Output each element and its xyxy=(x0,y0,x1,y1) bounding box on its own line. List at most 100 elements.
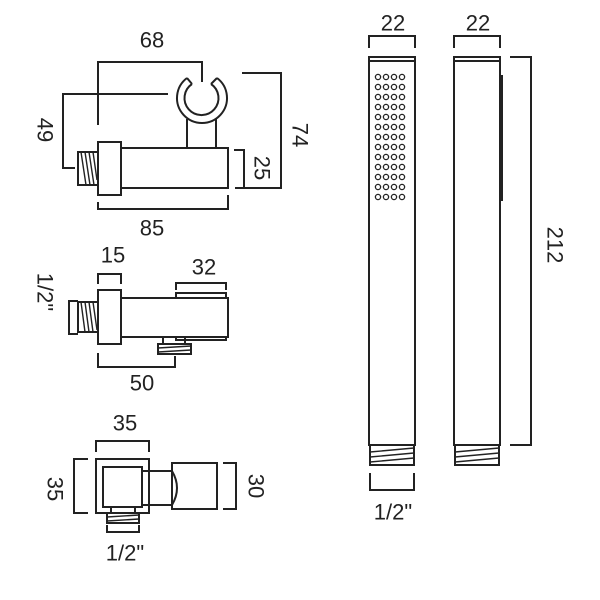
outlet-end-view: 35 35 1/2" 30 xyxy=(43,411,269,566)
holder-block xyxy=(171,462,218,510)
spray-nozzle xyxy=(398,123,406,131)
handset-thread xyxy=(454,444,500,466)
spray-nozzle xyxy=(390,153,398,161)
spray-nozzle xyxy=(390,123,398,131)
clamp-tips xyxy=(186,77,218,85)
dim-74-label: 74 xyxy=(288,123,313,147)
dim-35-height-bracket xyxy=(73,458,88,514)
dim-22-side-bracket xyxy=(453,35,501,48)
handset-body xyxy=(453,56,501,446)
spray-nozzle xyxy=(374,183,382,191)
spray-nozzle xyxy=(382,163,390,171)
spray-nozzle xyxy=(398,113,406,121)
dim-30-label: 30 xyxy=(244,474,269,498)
spray-nozzle xyxy=(382,193,390,201)
outlet-side-view: 68 49 74 25 85 xyxy=(33,28,313,241)
dim-32-bracket xyxy=(175,282,227,290)
spray-nozzle xyxy=(390,143,398,151)
spray-nozzle xyxy=(374,73,382,81)
dim-half-inch-bracket xyxy=(369,473,415,491)
spray-nozzle xyxy=(382,183,390,191)
dim-22-front-bracket xyxy=(368,35,416,48)
dim-35-height-label: 35 xyxy=(43,477,68,501)
outlet-nut xyxy=(97,141,122,196)
dim-half-inch-label: 1/2" xyxy=(106,541,144,566)
outlet-nut xyxy=(97,289,122,345)
dim-68-label: 68 xyxy=(140,28,164,53)
spray-face-edge xyxy=(500,75,503,201)
spray-nozzle xyxy=(374,83,382,91)
handset-side-view: 22 212 xyxy=(453,11,568,466)
spray-nozzle xyxy=(398,183,406,191)
dim-15-label: 15 xyxy=(101,243,125,268)
thread-lines xyxy=(369,447,415,463)
thread-lines xyxy=(80,151,98,186)
spray-nozzle xyxy=(374,123,382,131)
dim-85-bracket xyxy=(97,195,229,210)
spray-nozzle xyxy=(390,73,398,81)
spray-nozzle xyxy=(382,133,390,141)
outlet-thread xyxy=(106,512,140,524)
flange-inner xyxy=(102,466,143,508)
dim-85-label: 85 xyxy=(140,216,164,241)
dim-half-inch-bracket xyxy=(68,300,78,335)
thread-lines xyxy=(454,447,500,463)
dim-212-label: 212 xyxy=(543,227,568,264)
spray-nozzle xyxy=(390,183,398,191)
dim-35-width-label: 35 xyxy=(113,411,137,436)
dim-74-bracket xyxy=(235,72,282,189)
inlet-thread xyxy=(77,151,99,186)
spray-nozzle xyxy=(398,153,406,161)
dim-25-bracket xyxy=(234,149,245,188)
spray-nozzle xyxy=(374,143,382,151)
spray-nozzle xyxy=(398,173,406,181)
spray-nozzle xyxy=(374,93,382,101)
spray-nozzle xyxy=(374,163,382,171)
clamp-inner xyxy=(183,83,220,117)
dim-22-front-label: 22 xyxy=(381,11,405,36)
spray-face xyxy=(374,73,406,201)
dim-25-label: 25 xyxy=(250,156,275,180)
spray-nozzle xyxy=(398,143,406,151)
spray-nozzle xyxy=(398,93,406,101)
spray-nozzle xyxy=(390,193,398,201)
thread-lines xyxy=(106,514,140,522)
spray-nozzle xyxy=(374,133,382,141)
spray-nozzle xyxy=(374,113,382,121)
dim-15-bracket xyxy=(97,273,122,284)
dim-212-bracket xyxy=(510,56,532,446)
spray-nozzle xyxy=(374,103,382,111)
spray-nozzle xyxy=(390,83,398,91)
dim-32-label: 32 xyxy=(192,255,216,280)
spray-nozzle xyxy=(382,123,390,131)
spray-nozzle xyxy=(390,103,398,111)
dim-35-width-bracket xyxy=(95,440,150,452)
clamp-outer xyxy=(176,77,228,124)
spray-nozzle xyxy=(390,173,398,181)
outlet-body xyxy=(120,297,229,338)
spray-nozzle xyxy=(390,163,398,171)
spray-nozzle xyxy=(398,103,406,111)
spray-nozzle xyxy=(398,163,406,171)
dim-49-bracket xyxy=(62,93,168,169)
holder-plate xyxy=(175,292,227,341)
spray-nozzle xyxy=(382,103,390,111)
spray-nozzle xyxy=(382,153,390,161)
dim-22-side-label: 22 xyxy=(466,11,490,36)
spray-nozzle xyxy=(382,113,390,121)
spray-nozzle xyxy=(382,73,390,81)
dim-50-label: 50 xyxy=(130,371,154,396)
spray-nozzle xyxy=(382,173,390,181)
spray-nozzle xyxy=(390,113,398,121)
spray-nozzle xyxy=(398,83,406,91)
handset-front-view: 22 1/2" xyxy=(368,11,416,525)
thread-lines xyxy=(157,345,192,353)
spray-nozzle xyxy=(374,153,382,161)
outlet-thread xyxy=(157,343,192,355)
spray-nozzle xyxy=(374,193,382,201)
dim-half-inch-label: 1/2" xyxy=(33,273,58,311)
dim-30-bracket xyxy=(223,462,237,510)
dim-half-inch-label: 1/2" xyxy=(374,500,412,525)
spray-nozzle xyxy=(398,133,406,141)
